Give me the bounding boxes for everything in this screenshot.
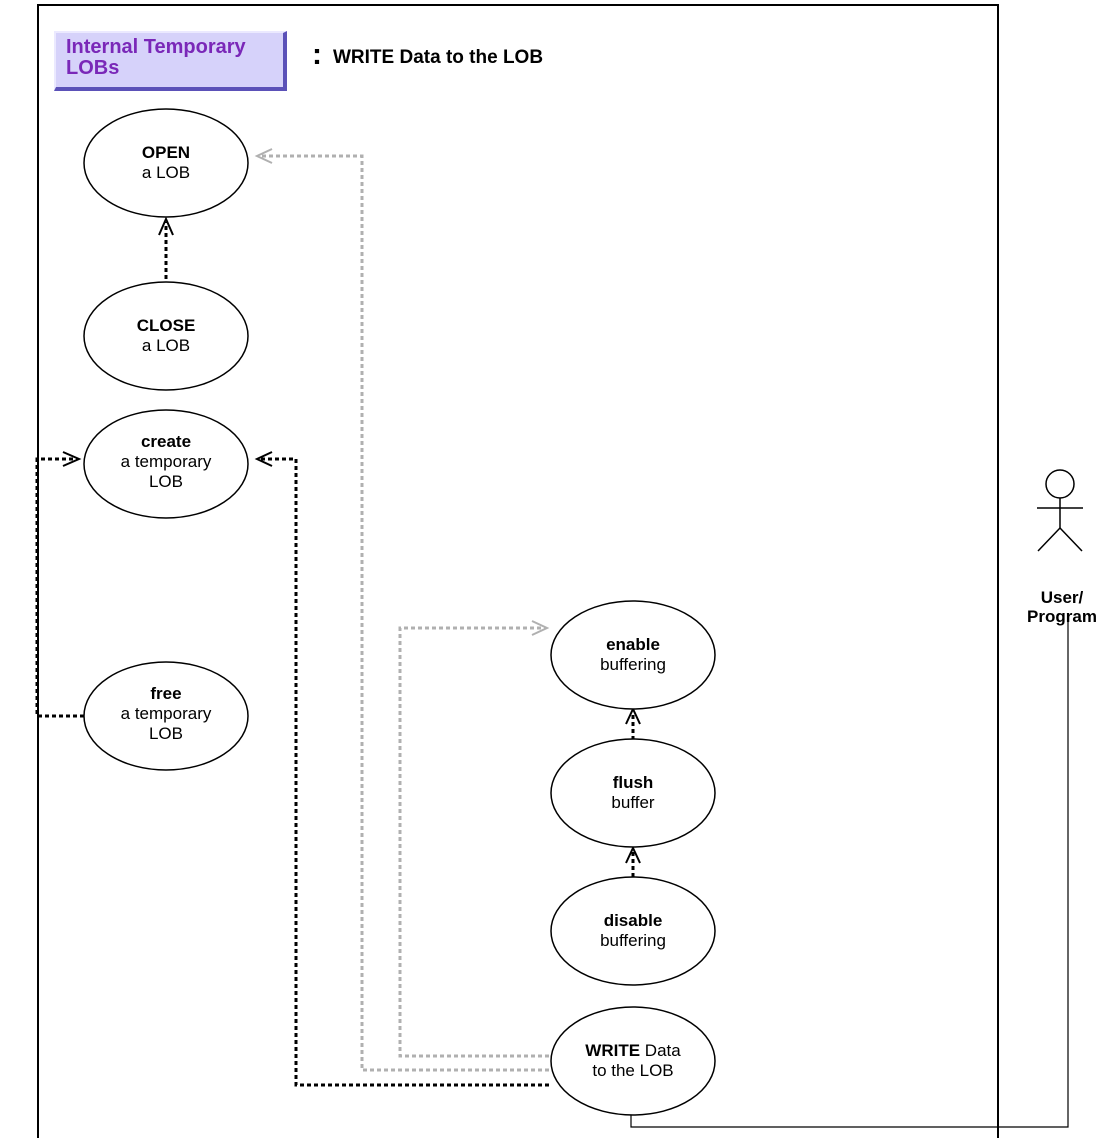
usecase-enable-keyword: enable (606, 635, 660, 654)
dependency-write-to-enable (398, 626, 549, 1058)
usecase-disable-ellipse[interactable] (550, 876, 716, 986)
usecase-create-text-1: a temporary (120, 452, 212, 471)
usecase-free-keyword: free (150, 684, 182, 703)
usecase-close-text: a LOB (141, 336, 191, 355)
dependency-write-to-create (258, 457, 549, 1087)
arrowhead-enable (531, 620, 550, 636)
usecase-open-keyword: OPEN (141, 143, 191, 162)
usecase-flush-label[interactable]: flush buffer (611, 773, 654, 813)
arrowhead-disable-flush (625, 845, 641, 864)
usecase-create-keyword: create (140, 432, 192, 451)
usecase-write-label[interactable]: WRITE Data to the LOB (585, 1041, 680, 1081)
usecase-enable-text: buffering (600, 655, 666, 674)
usecase-create-text-2: LOB (148, 472, 184, 491)
association-actor-write (630, 617, 1069, 1128)
arrowhead-free-create (62, 451, 82, 467)
dependency-free-to-create (35, 457, 84, 718)
usecase-close-keyword: CLOSE (136, 316, 196, 335)
package-name: Internal Temporary LOBs (66, 36, 246, 79)
usecase-close-ellipse[interactable] (83, 281, 249, 391)
arrowhead-open (254, 148, 273, 164)
usecase-flush-ellipse[interactable] (550, 738, 716, 848)
usecase-create-ellipse[interactable] (83, 409, 249, 519)
package-name-box: Internal Temporary LOBs (54, 31, 287, 91)
system-boundary (37, 4, 999, 1138)
usecase-enable-label[interactable]: enable buffering (600, 635, 666, 675)
usecase-enable-ellipse[interactable] (550, 600, 716, 710)
usecase-close-label[interactable]: CLOSE a LOB (137, 316, 196, 356)
actor-label[interactable]: User/ Program (1027, 588, 1097, 626)
usecase-create-label[interactable]: create a temporary LOB (121, 432, 212, 492)
actor-stick-figure-icon[interactable] (1037, 469, 1083, 552)
usecase-free-ellipse[interactable] (83, 661, 249, 771)
usecase-open-text: a LOB (141, 163, 191, 182)
usecase-disable-label[interactable]: disable buffering (600, 911, 666, 951)
usecase-free-text-2: LOB (148, 724, 184, 743)
usecase-flush-keyword: flush (612, 773, 654, 792)
usecase-write-ellipse[interactable] (550, 1006, 716, 1116)
usecase-free-text-1: a temporary (120, 704, 212, 723)
usecase-write-text-1: Data (640, 1041, 681, 1060)
dependency-write-to-open (258, 154, 549, 1072)
arrowhead-close-open (158, 216, 174, 236)
usecase-disable-keyword: disable (603, 911, 663, 930)
usecase-free-label[interactable]: free a temporary LOB (121, 684, 212, 744)
usecase-write-keyword: WRITE (585, 1041, 641, 1060)
actor-label-line-1: User/ (1040, 588, 1084, 607)
usecase-open-label[interactable]: OPEN a LOB (142, 143, 190, 183)
arrowhead-write-create (254, 451, 273, 467)
actor-label-line-2: Program (1027, 607, 1097, 626)
usecase-write-text-2: to the LOB (592, 1061, 674, 1080)
diagram-title: WRITE Data to the LOB (333, 47, 544, 68)
title-separator: : (312, 38, 322, 71)
usecase-open-ellipse[interactable] (83, 108, 249, 218)
usecase-flush-text: buffer (611, 793, 655, 812)
usecase-disable-text: buffering (600, 931, 666, 950)
